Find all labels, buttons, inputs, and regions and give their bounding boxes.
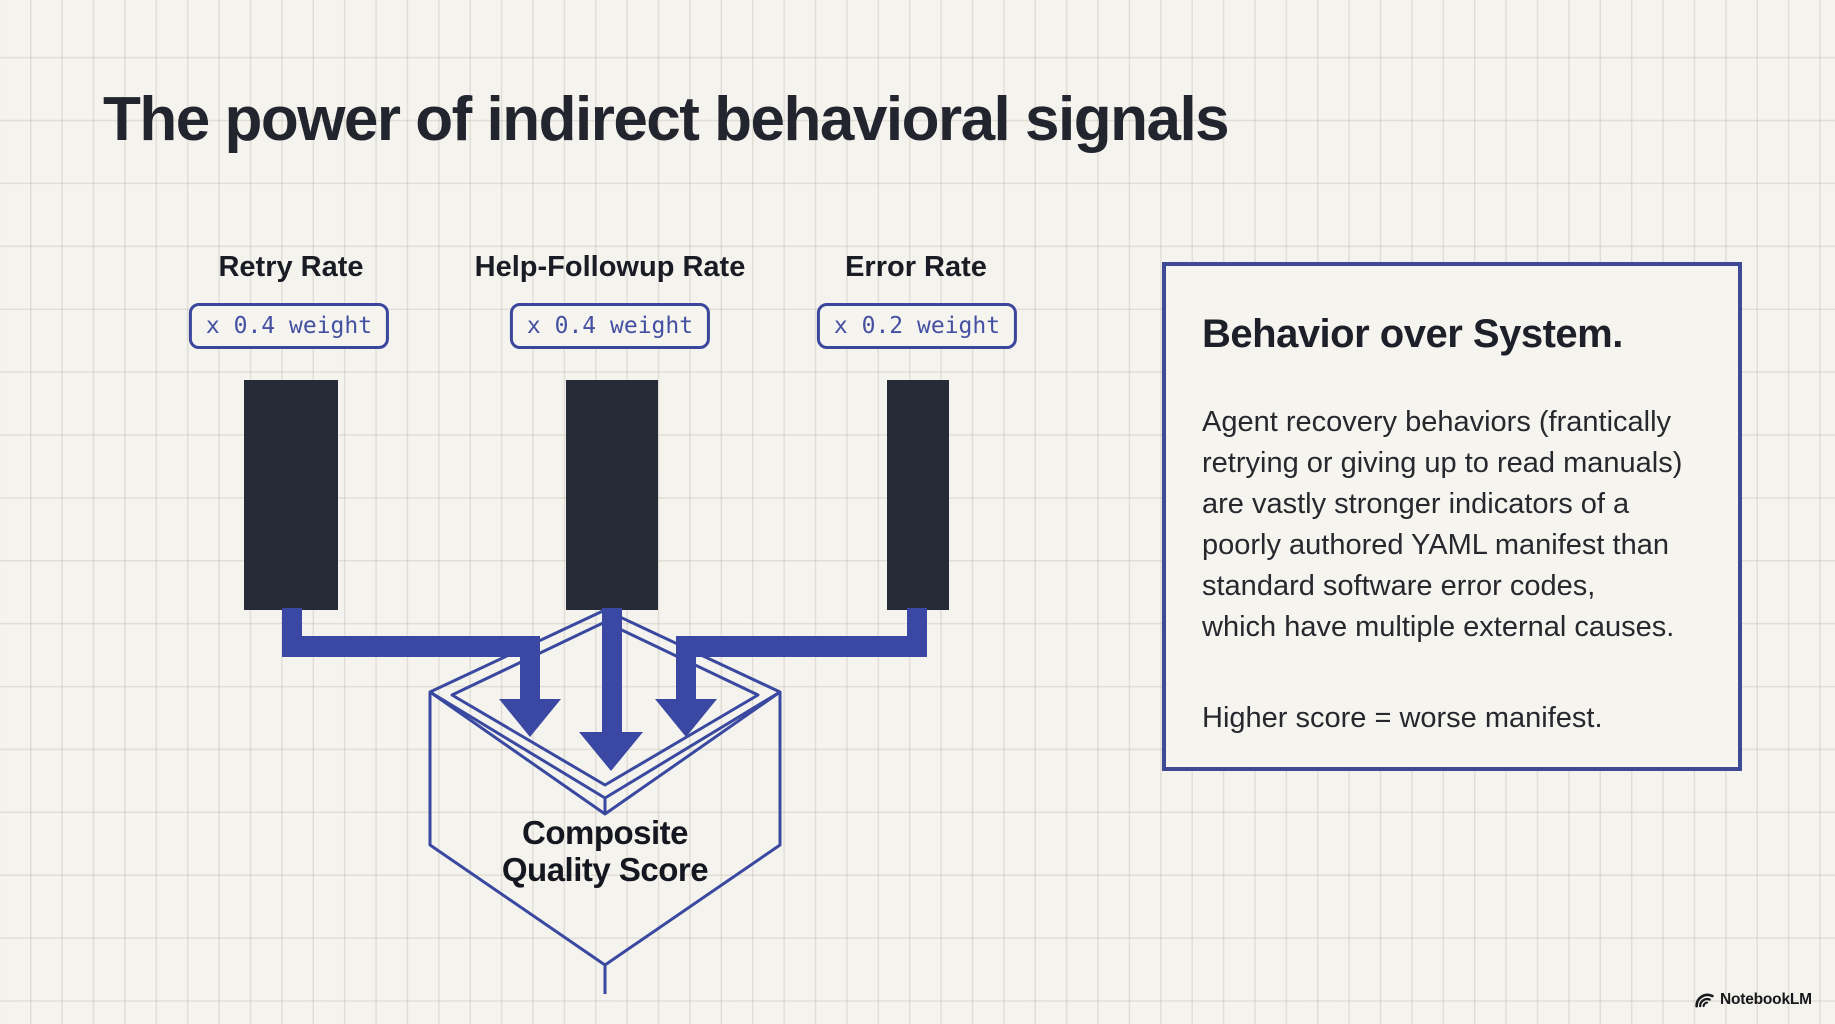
- signal-label-error-rate: Error Rate: [845, 251, 987, 283]
- weight-badge-error-rate: x 0.2 weight: [816, 303, 1018, 349]
- weight-badge-help-followup-rate: x 0.4 weight: [509, 303, 711, 349]
- panel-body-line: retrying or giving up to read manuals): [1202, 447, 1683, 479]
- connector-retry-rate: [282, 608, 561, 737]
- panel-body: Agent recovery behaviors (frantically re…: [1202, 402, 1682, 648]
- branding: NotebookLM: [1694, 991, 1812, 1009]
- panel-body-line: are vastly stronger indicators of a: [1202, 488, 1630, 520]
- panel-body-line: which have multiple external causes.: [1202, 611, 1675, 643]
- signal-label-help-followup-rate: Help-Followup Rate: [474, 251, 746, 283]
- signal-bar-error-rate: [887, 380, 949, 610]
- composite-score-label: Composite Quality Score: [455, 814, 755, 888]
- panel-body-line: standard software error codes,: [1202, 570, 1596, 602]
- branding-text: NotebookLM: [1720, 991, 1812, 1008]
- panel-note: Higher score = worse manifest.: [1202, 702, 1603, 734]
- notebooklm-icon: [1695, 993, 1714, 1008]
- composite-score-line2: Quality Score: [501, 851, 709, 888]
- composite-score-line1: Composite: [521, 814, 689, 851]
- connector-help-followup-rate: [579, 608, 643, 771]
- page-title: The power of indirect behavioral signals: [103, 85, 1230, 154]
- weight-badge-retry-rate: x 0.4 weight: [188, 303, 390, 349]
- signal-bar-retry-rate: [244, 380, 338, 610]
- connector-error-rate: [655, 608, 927, 737]
- panel-heading: Behavior over System.: [1202, 312, 1623, 356]
- panel-body-line: Agent recovery behaviors (frantically: [1202, 406, 1672, 438]
- signal-bar-help-followup-rate: [566, 380, 658, 610]
- insight-panel: Behavior over System. Agent recovery beh…: [1162, 262, 1742, 771]
- panel-body-line: poorly authored YAML manifest than: [1202, 529, 1669, 561]
- composite-box-outline: [428, 608, 782, 994]
- signal-label-retry-rate: Retry Rate: [218, 251, 364, 283]
